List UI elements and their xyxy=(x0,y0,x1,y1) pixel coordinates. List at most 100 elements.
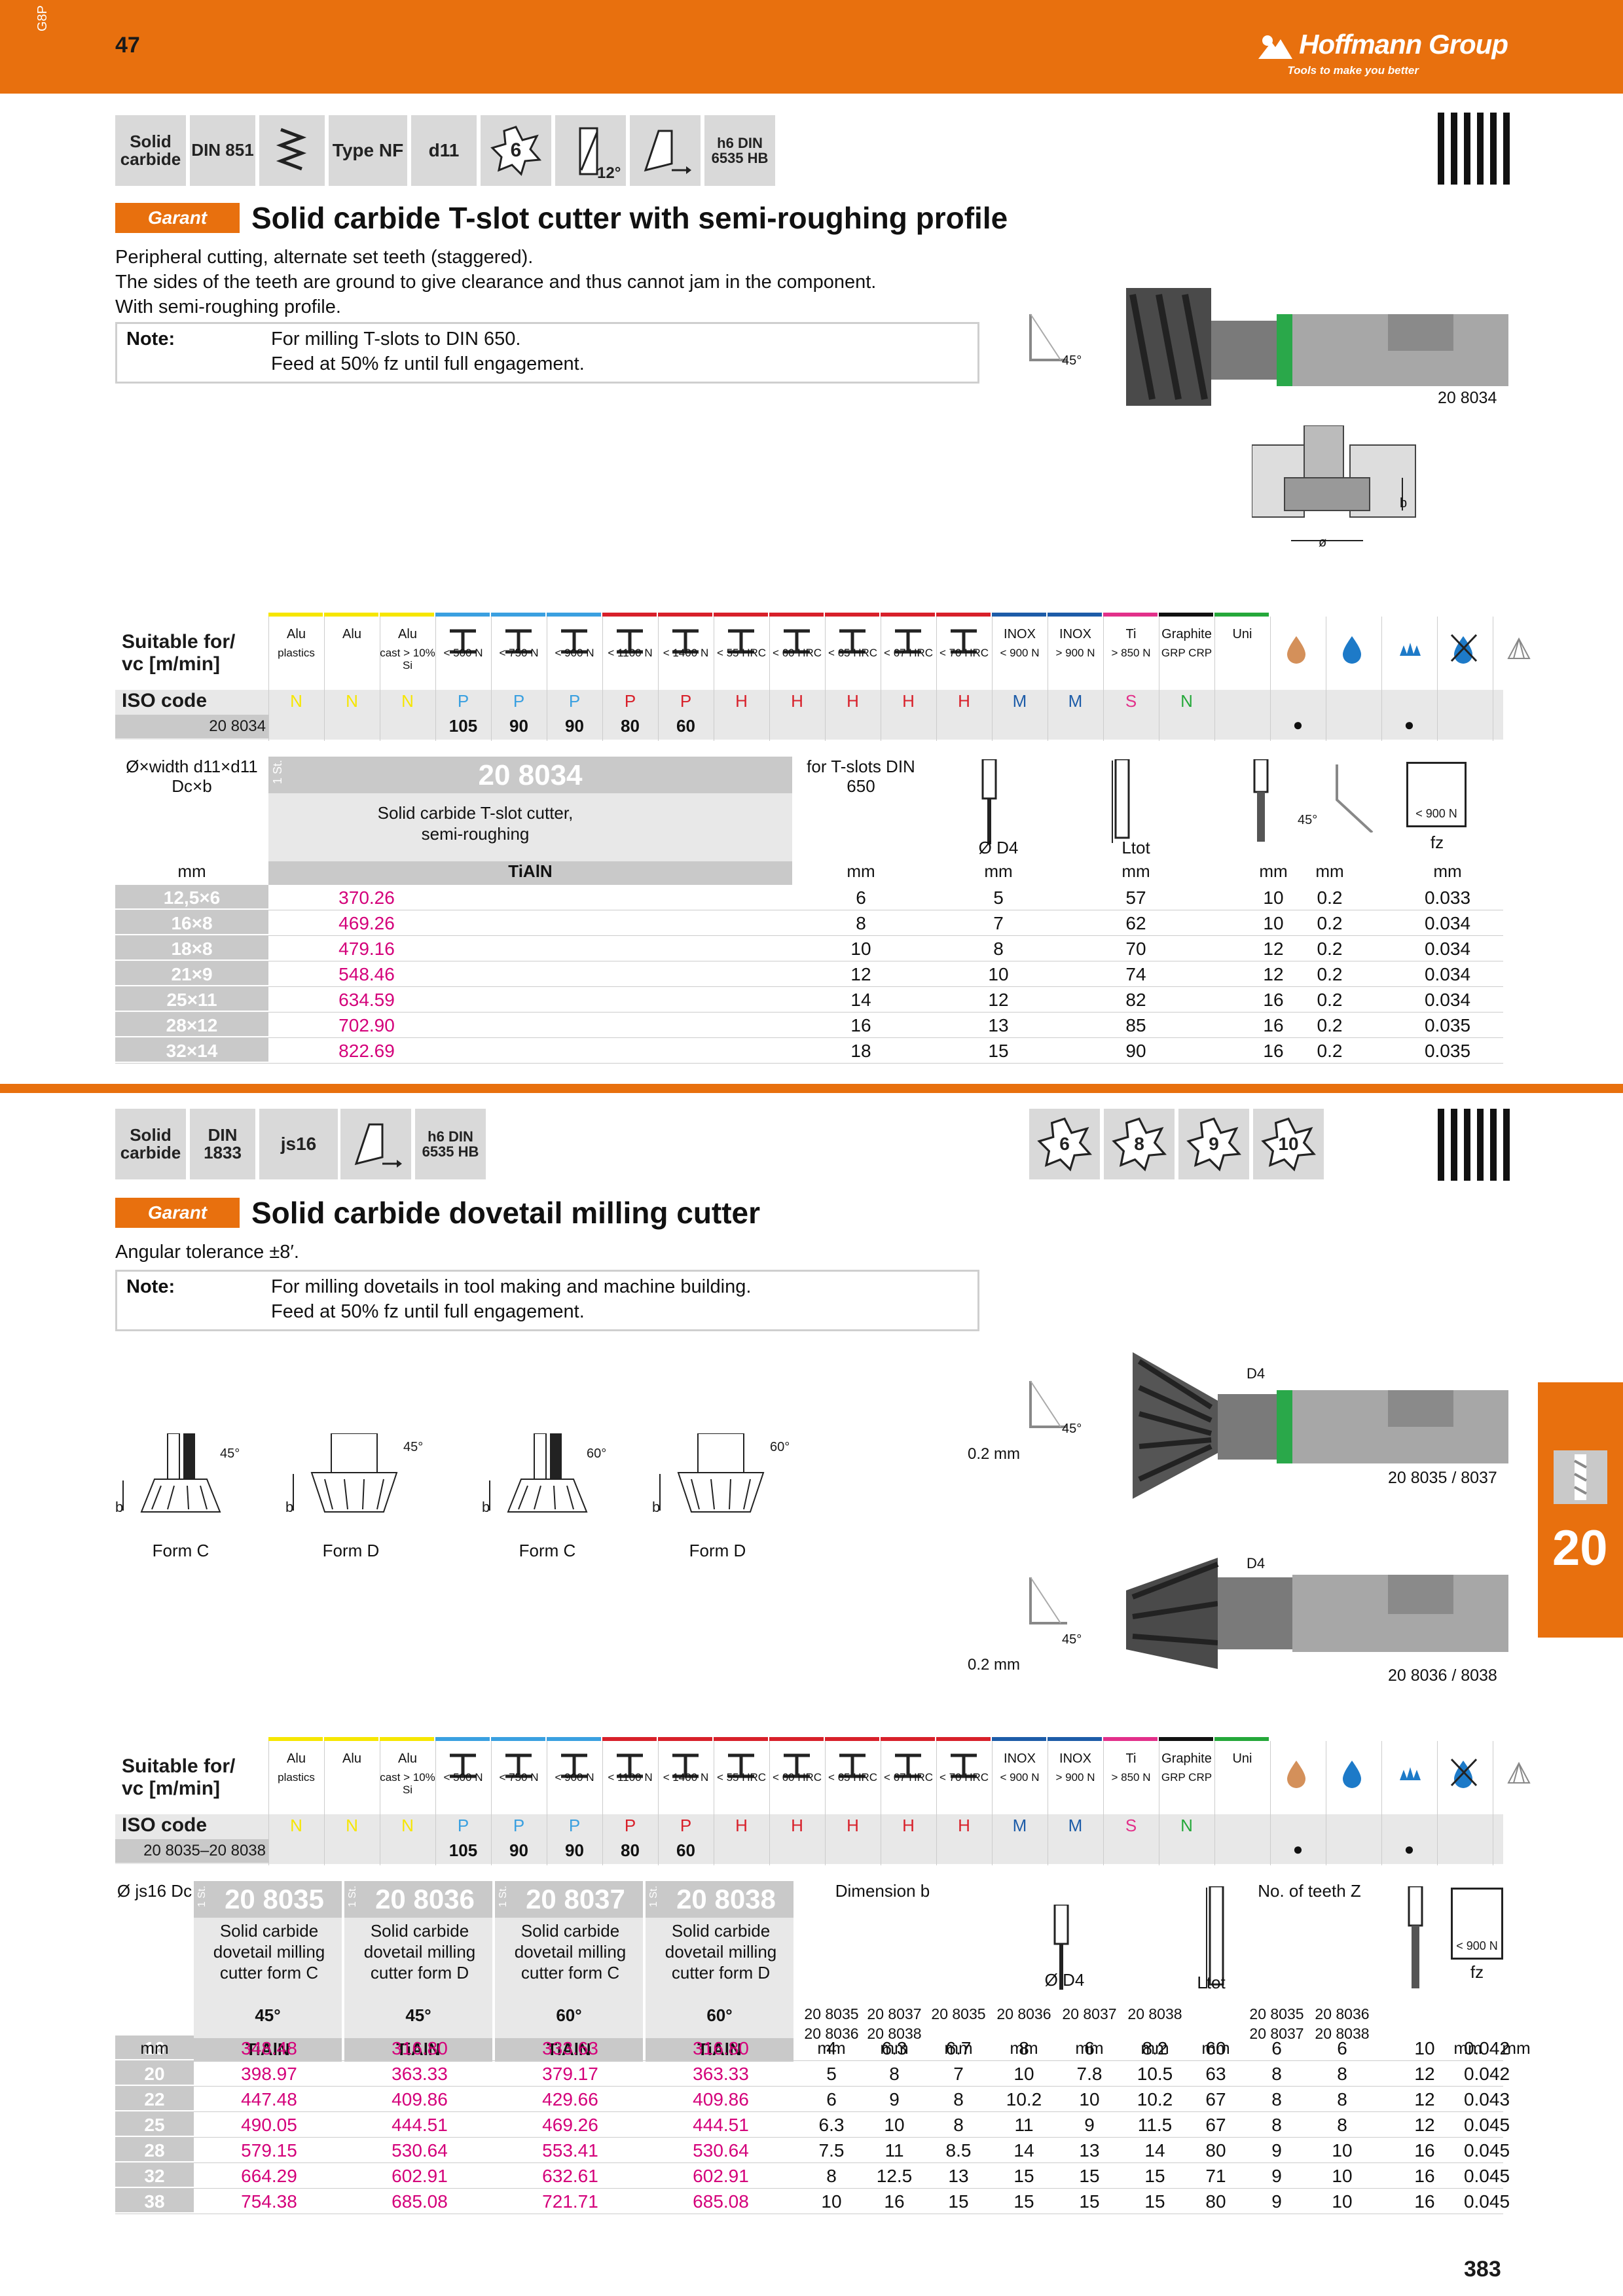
chapter-number: 20 xyxy=(1552,1520,1608,1576)
price-cell[interactable]: 333.63 xyxy=(542,2038,598,2058)
emulsion-icon xyxy=(1343,1761,1361,1788)
section-divider xyxy=(0,1084,1623,1093)
price-cell[interactable]: 702.90 xyxy=(338,1015,395,1035)
material-color-bar xyxy=(324,1737,378,1741)
price-cell[interactable]: 685.08 xyxy=(392,2191,448,2212)
price-cell[interactable]: 379.17 xyxy=(542,2064,598,2084)
material-color-bar xyxy=(380,1737,434,1741)
price-cell[interactable]: 479.16 xyxy=(338,939,395,959)
price-cell[interactable]: 398.97 xyxy=(241,2064,297,2084)
data-cell: 15 xyxy=(948,2191,969,2212)
material-color-bar xyxy=(769,613,824,617)
data-cell: 0.033 xyxy=(1424,888,1471,908)
price-cell[interactable]: 409.86 xyxy=(392,2089,448,2109)
t2-sub-header: 20 8037 20 8038 xyxy=(867,2005,922,2042)
price-cell[interactable]: 444.51 xyxy=(392,2115,448,2135)
price-cell[interactable]: 316.80 xyxy=(693,2038,749,2058)
price-cell[interactable]: 634.59 xyxy=(338,990,395,1010)
price-cell[interactable]: 429.66 xyxy=(542,2089,598,2109)
data-cell: 13 xyxy=(1079,2140,1100,2161)
price-cell[interactable]: 469.26 xyxy=(542,2115,598,2135)
data-cell: 0.043 xyxy=(1463,2089,1510,2109)
material-spec: < 60 HRC xyxy=(772,647,822,659)
price-cell[interactable]: 602.91 xyxy=(693,2166,749,2186)
price-cell[interactable]: 685.08 xyxy=(693,2191,749,2212)
iso-code: H xyxy=(902,691,915,711)
data-cell: 21×9 xyxy=(171,964,213,984)
price-cell[interactable]: 363.33 xyxy=(392,2064,448,2084)
data-cell: 8 xyxy=(1019,2038,1029,2058)
steel-beam-icon xyxy=(728,1753,754,1778)
data-cell: 63 xyxy=(1205,2064,1226,2084)
price-cell[interactable]: 602.91 xyxy=(392,2166,448,2186)
air-blast-icon xyxy=(1507,1761,1531,1784)
price-cell[interactable]: 548.46 xyxy=(338,964,395,984)
coolant-dot: ● xyxy=(1292,715,1304,734)
price-cell[interactable]: 370.26 xyxy=(338,888,395,908)
material-spec: < 900 N xyxy=(555,1771,594,1784)
price-cell[interactable]: 490.05 xyxy=(241,2115,297,2135)
price-cell[interactable]: 469.26 xyxy=(338,913,395,933)
price-cell[interactable]: 530.64 xyxy=(693,2140,749,2161)
price-cell[interactable]: 721.71 xyxy=(542,2191,598,2212)
product-2-note: Note: For milling dovetails in tool maki… xyxy=(115,1270,979,1331)
qr-code-2[interactable] xyxy=(1438,1109,1510,1181)
price-cell[interactable]: 447.48 xyxy=(241,2089,297,2109)
t2-art-number: 20 8036 xyxy=(375,1884,475,1914)
price-cell[interactable]: 409.86 xyxy=(693,2089,749,2109)
chapter-tab[interactable]: 20 xyxy=(1538,1382,1623,1638)
data-cell: 25×11 xyxy=(166,990,217,1010)
qr-code-1[interactable] xyxy=(1438,113,1510,185)
data-cell: 16 xyxy=(1263,1015,1284,1035)
price-cell[interactable]: 363.33 xyxy=(693,2064,749,2084)
t2-product-name: Solid carbide dovetail milling cutter fo… xyxy=(665,1921,777,1982)
data-cell: 15 xyxy=(1013,2191,1034,2212)
data-cell: 6 xyxy=(1084,2038,1095,2058)
price-cell[interactable]: 348.48 xyxy=(241,2038,297,2058)
price-cell[interactable]: 444.51 xyxy=(693,2115,749,2135)
data-cell: 10 xyxy=(1414,2038,1435,2058)
data-cell: 0.2 xyxy=(1317,888,1343,908)
data-cell: 0.045 xyxy=(1463,2166,1510,2186)
teeth-star-icon xyxy=(1112,1117,1167,1172)
material-spec: < 65 HRC xyxy=(828,1771,878,1784)
price-cell[interactable]: 579.15 xyxy=(241,2140,297,2161)
data-cell: 0.045 xyxy=(1463,2115,1510,2135)
price-cell[interactable]: 664.29 xyxy=(241,2166,297,2186)
price-cell[interactable]: 553.41 xyxy=(542,2140,598,2161)
price-cell[interactable]: 632.61 xyxy=(542,2166,598,2186)
t2-art-number: 20 8037 xyxy=(526,1884,625,1914)
iso-code: P xyxy=(457,1816,469,1835)
iso-code: H xyxy=(847,1816,859,1835)
data-cell: 10.5 xyxy=(1137,2064,1173,2084)
price-cell[interactable]: 316.80 xyxy=(392,2038,448,2058)
brand-logo[interactable]: Hoffmann Group xyxy=(1257,29,1508,60)
iso-code: H xyxy=(791,691,803,711)
price-cell[interactable]: 754.38 xyxy=(241,2191,297,2212)
price-cell[interactable]: 530.64 xyxy=(392,2140,448,2161)
iso-code: M xyxy=(1068,1816,1083,1835)
steel-beam-icon xyxy=(450,629,476,654)
data-cell: 14 xyxy=(1013,2140,1034,2161)
data-cell: 10 xyxy=(1332,2166,1353,2186)
data-cell: 15 xyxy=(1144,2166,1165,2186)
price-cell[interactable]: 822.69 xyxy=(338,1041,395,1061)
coolant-dot: ● xyxy=(1292,1839,1304,1859)
product-2-title: Solid carbide dovetail milling cutter xyxy=(251,1196,761,1230)
data-cell: 8 xyxy=(1271,2089,1282,2109)
